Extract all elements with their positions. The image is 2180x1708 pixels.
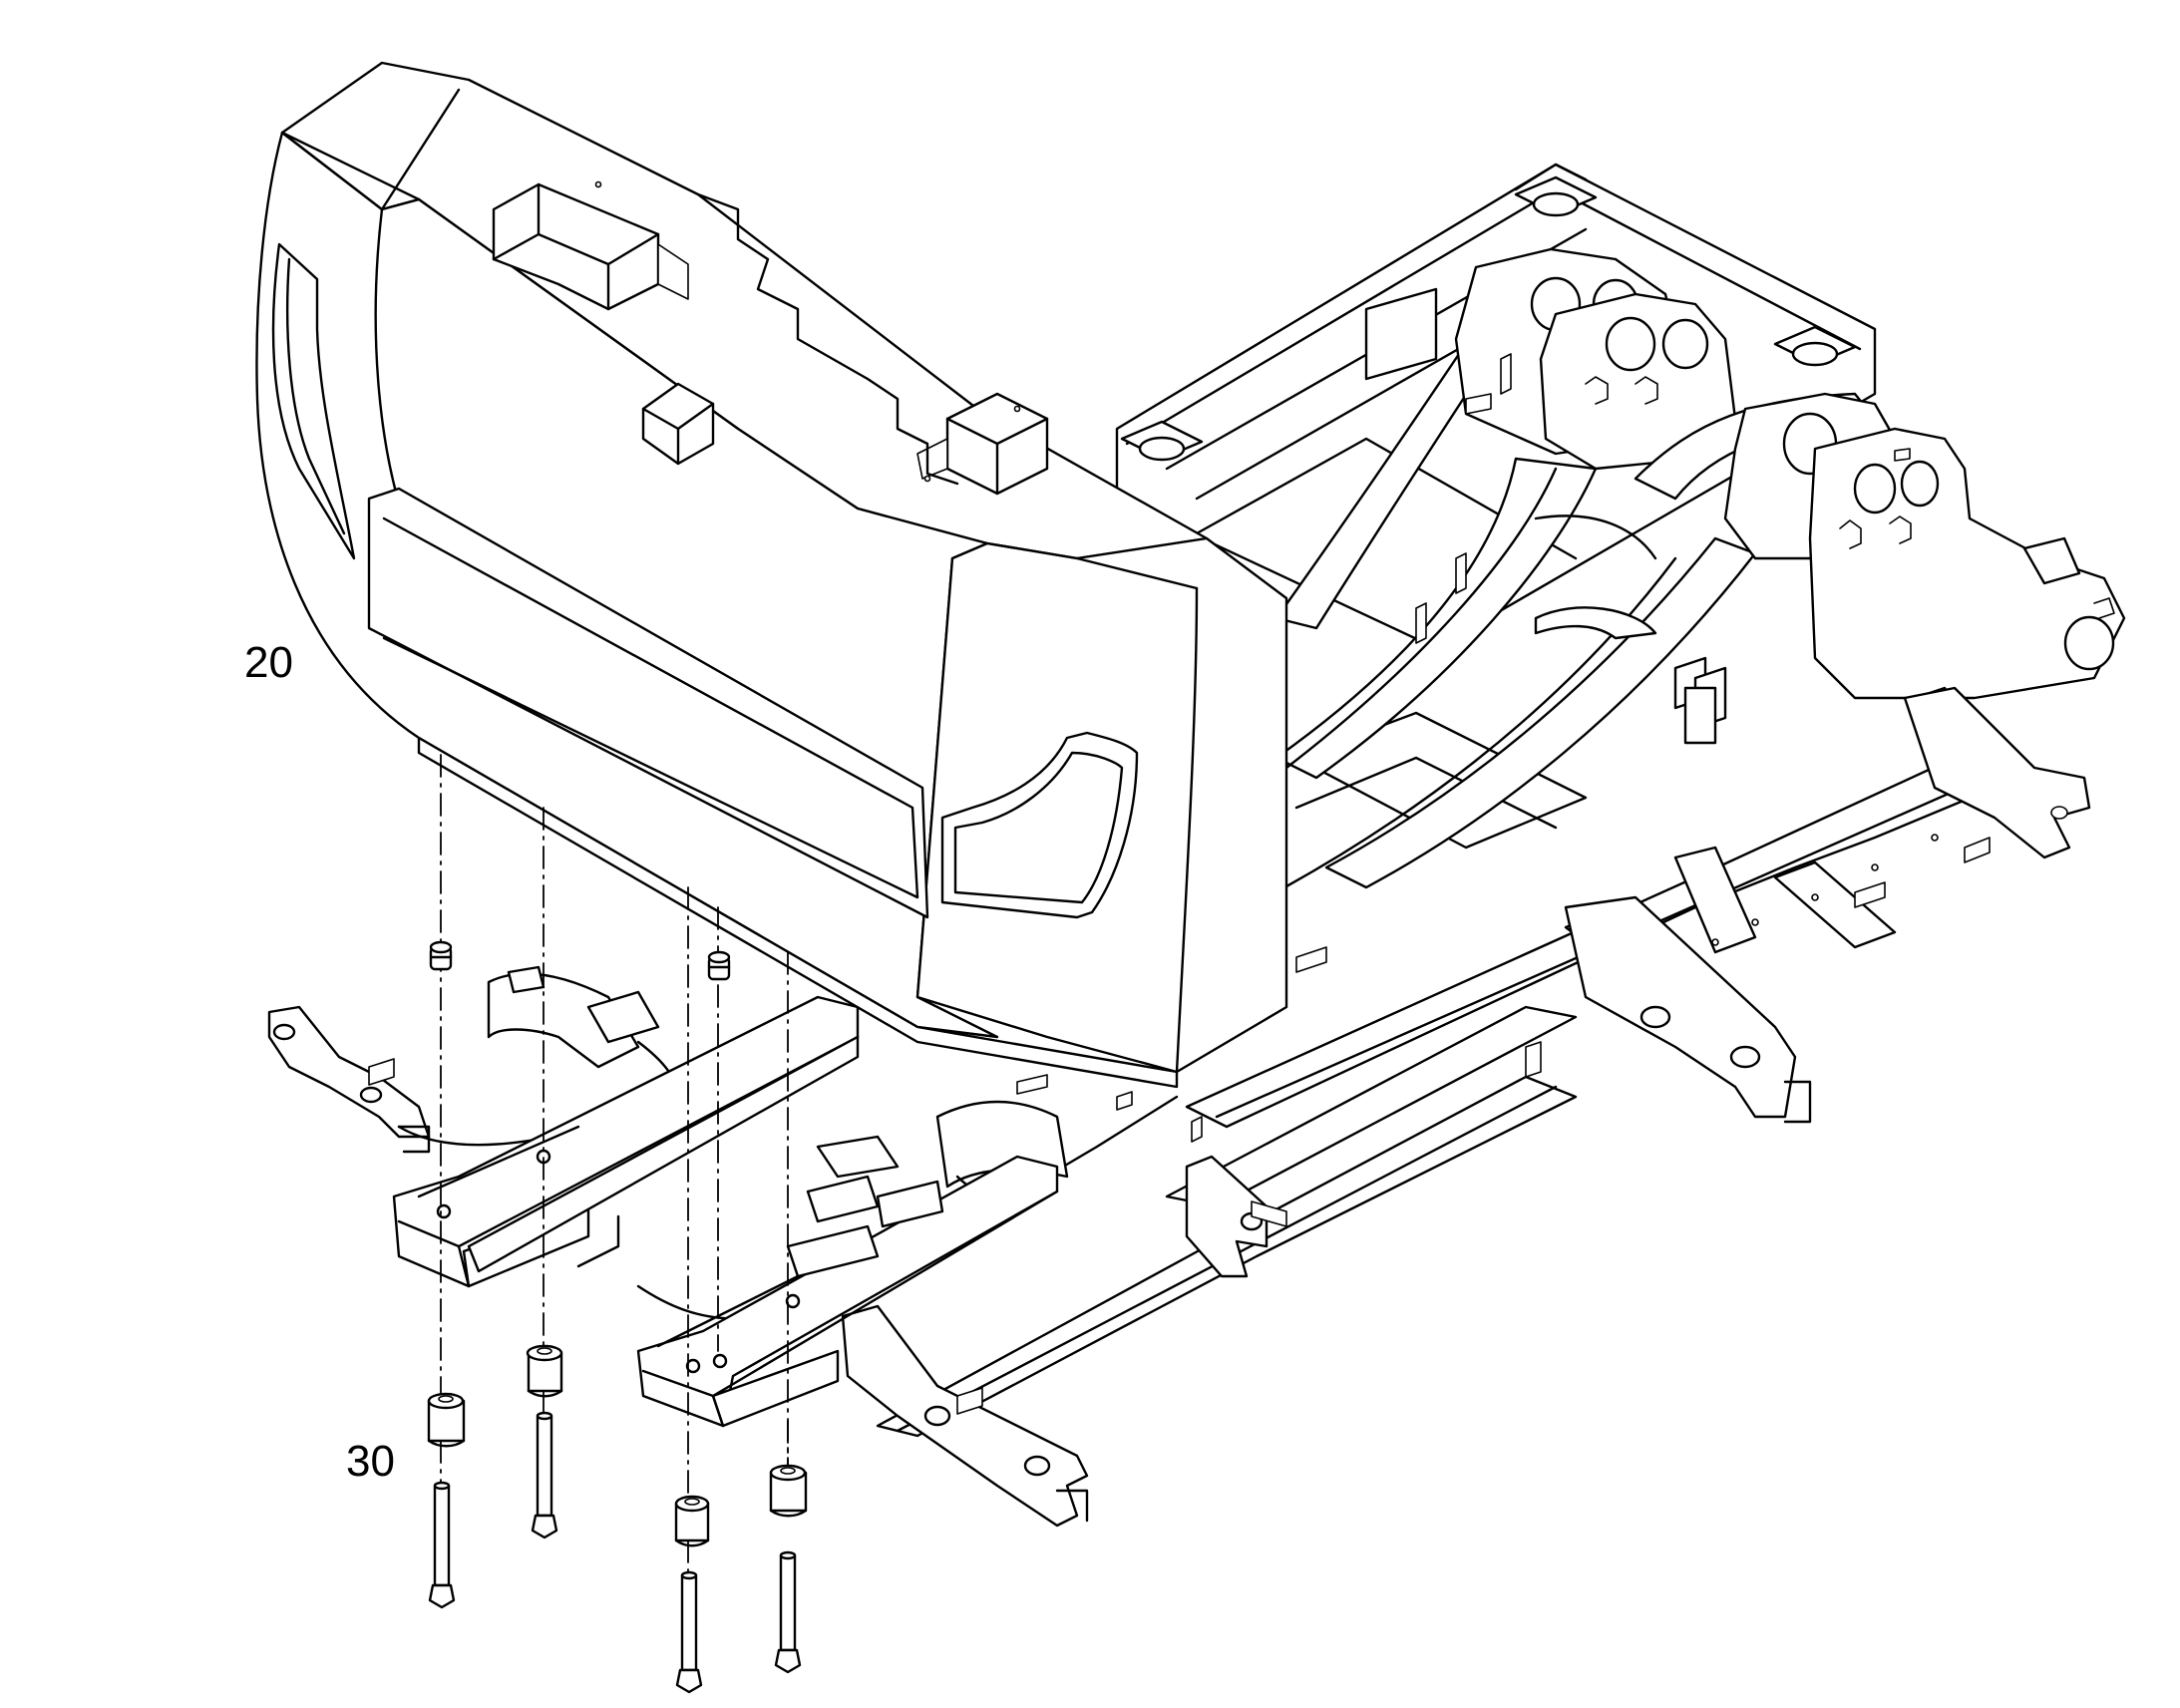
- left-side-grip: [271, 242, 356, 560]
- bolt-3: [675, 1570, 703, 1694]
- counterweight: [255, 61, 1288, 1089]
- mounting-hardware: [427, 940, 808, 1694]
- callout-label-hardware: 30: [346, 1437, 395, 1486]
- front-recess-panel: [367, 487, 929, 919]
- bushing-3: [674, 1495, 710, 1547]
- mount-pad-rear-left: [1514, 175, 1598, 217]
- pin-top-1: [429, 940, 453, 971]
- bushing-2: [526, 1344, 563, 1398]
- callout-label-counterweight: 20: [244, 638, 293, 687]
- lower-frame: [267, 686, 2091, 1528]
- lifting-pocket-left: [492, 182, 660, 311]
- bushing-4: [769, 1464, 808, 1518]
- outrigger-bracket-rear-left: [267, 1005, 431, 1139]
- outrigger-bracket-middle: [1564, 895, 1797, 1119]
- mount-pad-front-left: [1120, 420, 1204, 462]
- outrigger-bracket-right: [1903, 686, 2091, 859]
- right-side-grip: [940, 731, 1139, 919]
- pin-top-2: [707, 950, 731, 981]
- boom-support-plates: [1265, 247, 2126, 899]
- front-foot-bracket: [1185, 1155, 1269, 1278]
- bolt-4: [774, 1550, 802, 1674]
- eyelet-tab: [641, 382, 715, 466]
- bolt-2: [531, 1411, 558, 1539]
- bushing-1: [427, 1392, 466, 1448]
- mount-pad-rear-right: [1773, 325, 1857, 367]
- counterweight-support-beams: [392, 995, 1059, 1428]
- bolt-1: [428, 1481, 456, 1609]
